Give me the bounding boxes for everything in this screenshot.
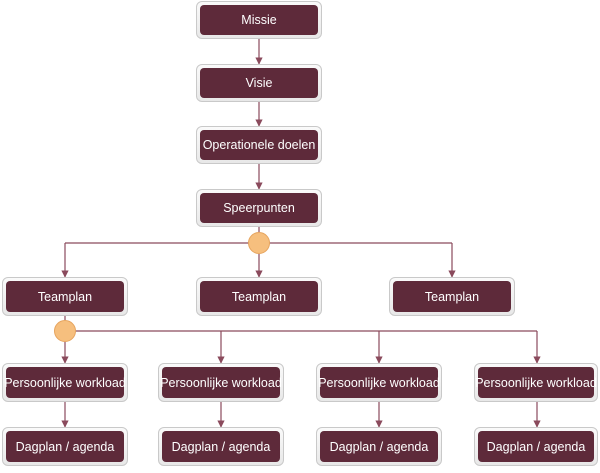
node-teamplan-1: Teamplan <box>2 277 128 316</box>
node-teamplan-3: Teamplan <box>389 277 515 316</box>
node-teamplan-2: Teamplan <box>196 277 322 316</box>
node-workload-4: Persoonlijke workload <box>474 363 598 402</box>
node-dagplan-4: Dagplan / agenda <box>474 427 598 466</box>
node-label: Dagplan / agenda <box>478 431 594 462</box>
node-label: Operationele doelen <box>200 130 318 160</box>
node-label: Dagplan / agenda <box>6 431 124 462</box>
node-label: Dagplan / agenda <box>320 431 438 462</box>
node-label: Teamplan <box>393 281 511 312</box>
node-dagplan-2: Dagplan / agenda <box>158 427 284 466</box>
node-label: Persoonlijke workload <box>4 367 126 398</box>
node-label: Dagplan / agenda <box>162 431 280 462</box>
node-dagplan-1: Dagplan / agenda <box>2 427 128 466</box>
junction-circle-1 <box>248 232 270 254</box>
node-label: Persoonlijke workload <box>318 367 440 398</box>
node-dagplan-3: Dagplan / agenda <box>316 427 442 466</box>
node-label: Visie <box>200 68 318 98</box>
node-operationele-doelen: Operationele doelen <box>196 126 322 164</box>
node-label: Persoonlijke workload <box>160 367 282 398</box>
node-visie: Visie <box>196 64 322 102</box>
node-workload-1: Persoonlijke workload <box>2 363 128 402</box>
node-label: Teamplan <box>200 281 318 312</box>
node-speerpunten: Speerpunten <box>196 189 322 227</box>
node-label: Persoonlijke workload <box>475 367 597 398</box>
node-workload-2: Persoonlijke workload <box>158 363 284 402</box>
node-label: Teamplan <box>6 281 124 312</box>
node-workload-3: Persoonlijke workload <box>316 363 442 402</box>
node-label: Speerpunten <box>200 193 318 223</box>
junction-circle-2 <box>54 320 76 342</box>
node-missie: Missie <box>196 1 322 39</box>
node-label: Missie <box>200 5 318 35</box>
